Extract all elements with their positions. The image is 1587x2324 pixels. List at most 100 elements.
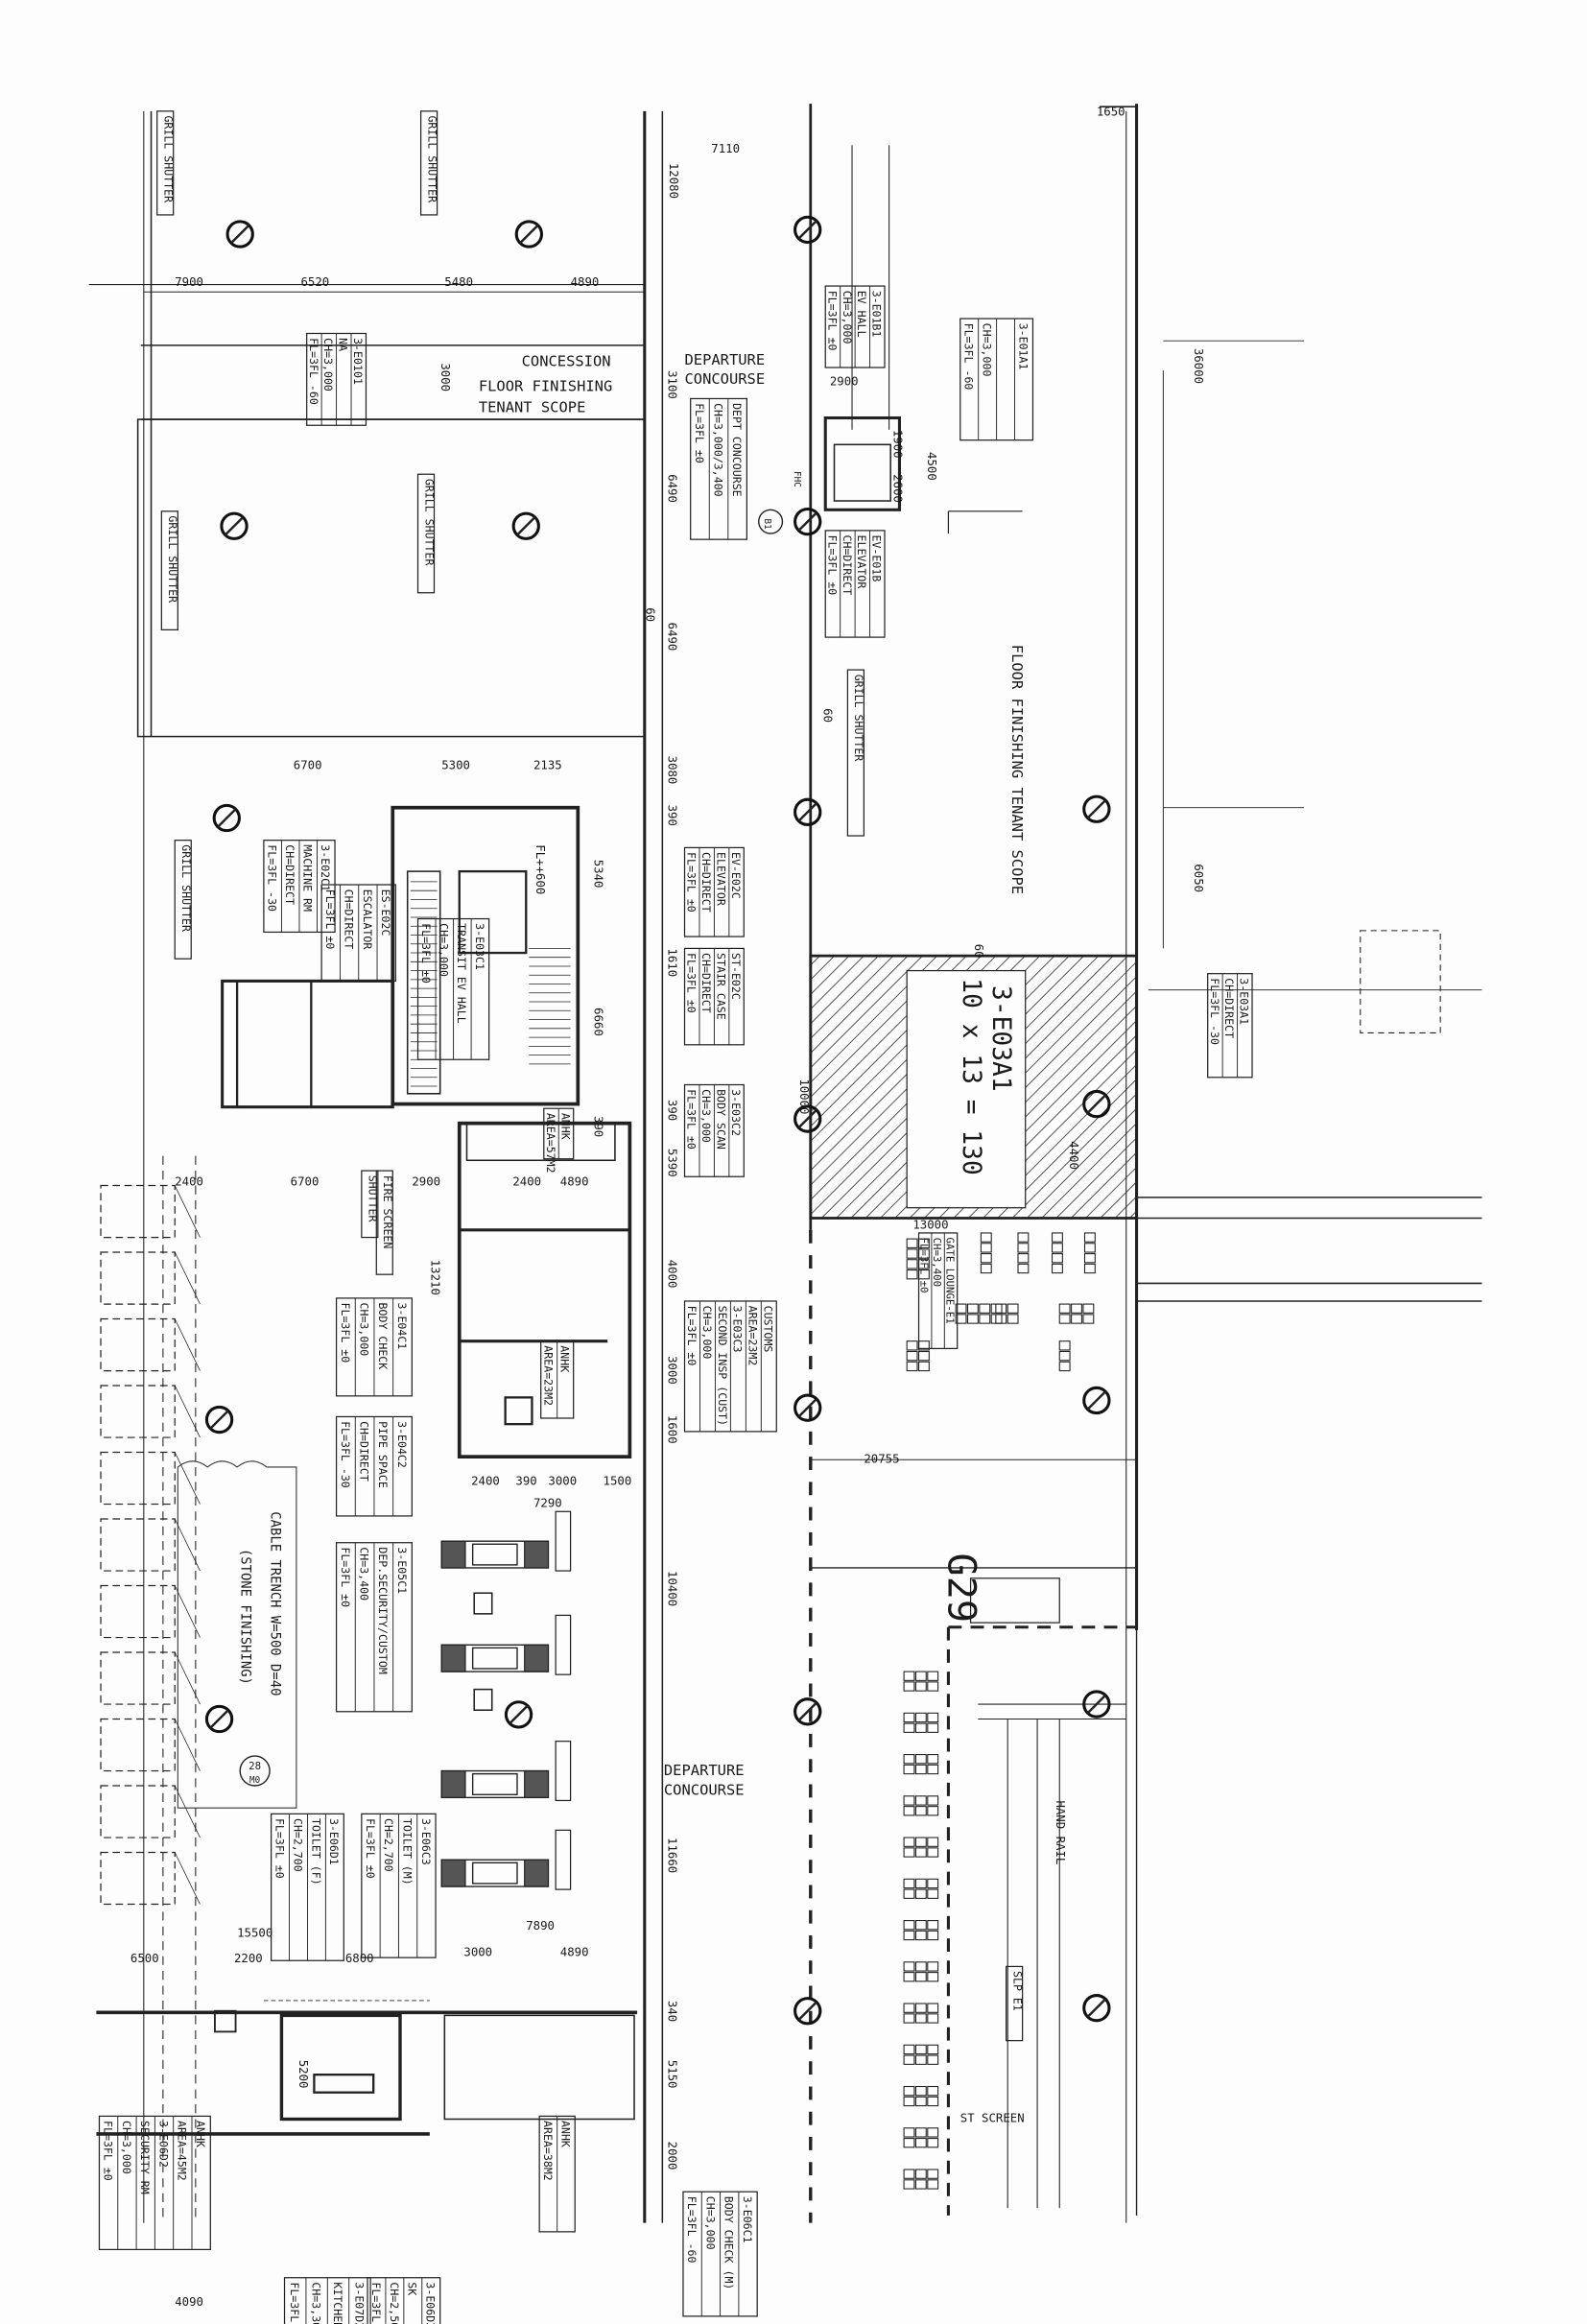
revision-cloud [177, 1460, 297, 1809]
seat [903, 1972, 915, 1982]
seat [914, 1888, 927, 1899]
seat [903, 2003, 915, 2013]
label-box [846, 669, 865, 837]
seat [927, 1722, 939, 1733]
dimension-label: 390 [666, 1100, 679, 1121]
seat [1051, 1253, 1063, 1264]
dimension-label: 390 [666, 805, 679, 826]
room-wall [235, 980, 313, 1108]
room-tag-line: BODY SCAN [714, 1089, 727, 1150]
seat [1017, 1253, 1030, 1264]
seat [1007, 1314, 1019, 1324]
room-tag-line: CH=3,400 [931, 1238, 943, 1287]
dimension-label: 4000 [666, 1260, 679, 1289]
column-marker-icon [1082, 1690, 1111, 1719]
toilet-stall [100, 1718, 176, 1772]
bubble-number: M0 [249, 1775, 260, 1786]
seat [927, 1972, 939, 1982]
dimension-label: 1600 [666, 1415, 679, 1444]
seat [927, 2127, 939, 2138]
dimension-label: 5300 [441, 759, 470, 772]
hatched-area-code: 3-E03A1 [986, 985, 1015, 1092]
seat [980, 1232, 992, 1243]
seat [903, 1722, 915, 1733]
column-marker-slash [1086, 1998, 1106, 2018]
room-tag-line: 3-E06D1 [327, 1818, 341, 1865]
seat [914, 2054, 927, 2065]
seat [903, 2096, 915, 2107]
seat [1058, 1314, 1071, 1324]
room-tag-line: EV-E02C [729, 852, 743, 899]
label-box [419, 110, 438, 216]
seat [1071, 1303, 1082, 1314]
room-tag-line: TOILET (M) [400, 1818, 414, 1885]
seat [927, 2003, 939, 2013]
column-marker-slash [509, 1704, 529, 1725]
seat [980, 1243, 992, 1253]
room-tag-line: SK [406, 2282, 419, 2295]
room-tag-line: MACHINE RM [301, 844, 315, 912]
seat [914, 1837, 927, 1847]
room-tag-line: CH=3,000 [120, 2121, 133, 2174]
toilet-stall-door [174, 1719, 201, 1771]
seat [1058, 1350, 1071, 1362]
room-tag-line: FL=3FL ±0 [339, 1303, 352, 1364]
room-tag-line: CH=3,000 [357, 1303, 370, 1357]
seat [903, 2085, 915, 2097]
seat [914, 1920, 927, 1931]
cable-trench-label: CABLE TRENCH W=500 D=40 [268, 1511, 283, 1696]
room-tag-line: FL=3FL -30 [339, 1421, 352, 1488]
dimension-label: 1610 [666, 948, 679, 977]
seat [927, 2044, 939, 2055]
concession-label: CONCESSION [522, 352, 611, 369]
seat [906, 1361, 918, 1372]
room-tag-line: FL=3FL -30 [1208, 978, 1221, 1045]
floor-finishing-vertical-label: FLOOR FINISHING TENANT SCOPE [1008, 645, 1026, 894]
dimension-label: 6700 [291, 1175, 320, 1189]
room-tag-line: ANHK [558, 2121, 572, 2147]
room-tag-line: KITCHEN [331, 2282, 344, 2324]
seat [914, 2169, 927, 2179]
seat [927, 1764, 939, 1775]
room-tag-line: ELEVATOR [714, 852, 727, 906]
dimension-label: 340 [666, 2001, 679, 2022]
column-marker-slash [797, 802, 817, 822]
seat [903, 2127, 915, 2138]
toilet-stall-door [174, 1185, 201, 1238]
seat [914, 1878, 927, 1889]
room-tag-line: CH=DIRECT [699, 953, 713, 1013]
room-tag-line: FL=3FL ±0 [918, 1238, 931, 1293]
room-wall [221, 979, 394, 1109]
toilet-stall-door [174, 1518, 201, 1572]
toilet-stall [100, 1518, 176, 1572]
departure-label: DEPARTURE [685, 351, 766, 368]
room-tag-line: FL=3FL ±0 [419, 923, 433, 984]
column-marker-slash [209, 1410, 229, 1430]
shutter-label: GRILL SHUTTER [166, 515, 179, 603]
seat [917, 1361, 930, 1372]
seat [914, 1712, 927, 1723]
seat [906, 1269, 918, 1280]
seat [927, 1795, 939, 1806]
seat [914, 1681, 927, 1692]
room-tag-line: FL=3FL -60 [685, 2196, 699, 2264]
label-box [375, 1170, 393, 1275]
shutter-label: GRILL SHUTTER [179, 844, 193, 932]
room-tag-line: 3-E04C2 [395, 1421, 409, 1468]
seat [1007, 1303, 1019, 1314]
seat [927, 2013, 939, 2024]
room-tag-line: FL=3FL ± [369, 2282, 383, 2324]
column-marker-icon [794, 1697, 822, 1726]
seat [914, 2179, 927, 2190]
room-tag-line: ANHK [194, 2121, 207, 2147]
column-marker-icon [1082, 1089, 1111, 1119]
seat [927, 2179, 939, 2190]
seat [914, 1847, 927, 1858]
label-box [361, 1170, 379, 1239]
seat [980, 1253, 992, 1264]
dimension-label: 15500 [237, 1927, 272, 1940]
room-tag-line: 3-E03C3 [731, 1306, 745, 1353]
seat [1017, 1232, 1030, 1243]
room-tag-box [1207, 973, 1253, 1079]
tenant-scope-label: TENANT SCOPE [479, 398, 586, 415]
